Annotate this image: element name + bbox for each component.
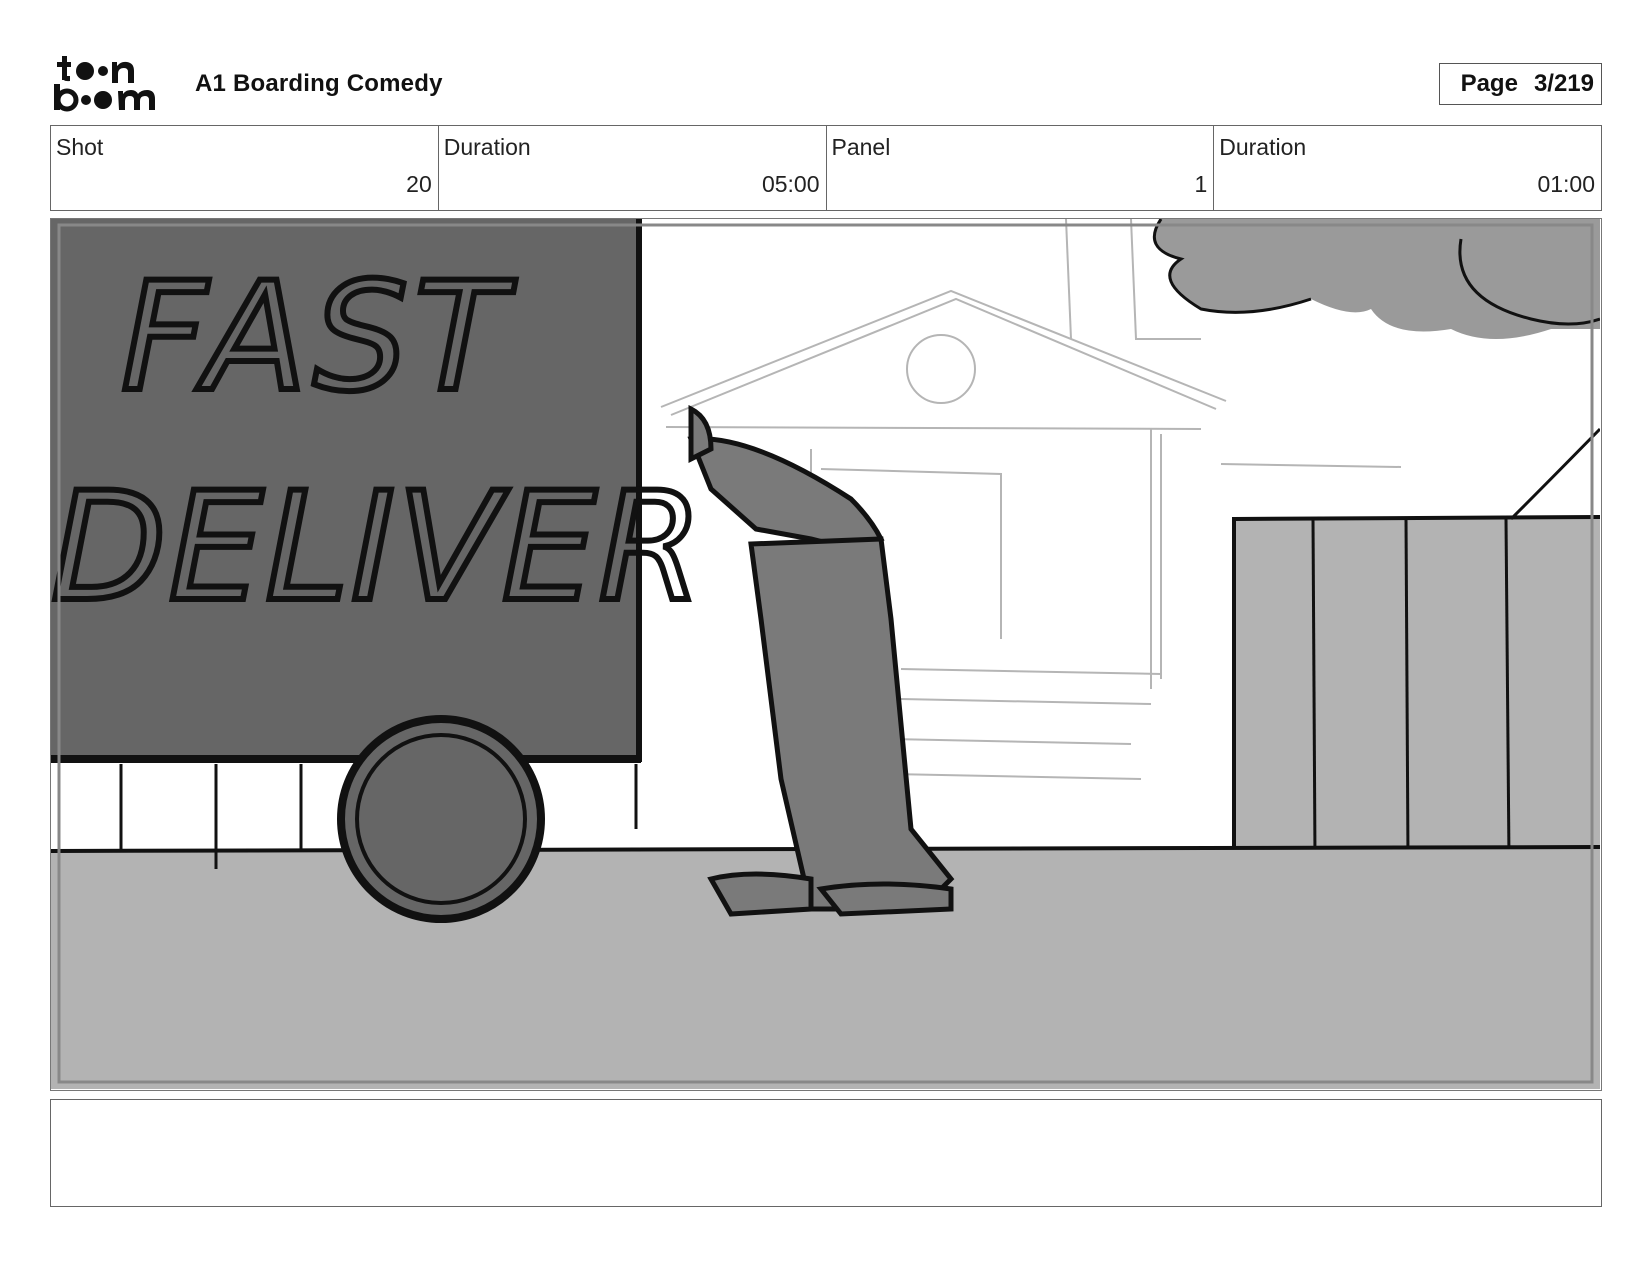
shot-duration-value: 05:00 [761, 171, 820, 197]
page-label: Page [1460, 70, 1518, 97]
shot-duration-label: Duration [443, 134, 531, 160]
shot-label: Shot [56, 134, 104, 160]
project-title: A1 Boarding Comedy [195, 70, 443, 97]
tree [1152, 219, 1600, 521]
shot-cell: Shot 20 [51, 126, 439, 210]
page-number: 3/219 [1533, 70, 1594, 97]
shot-value: 20 [406, 171, 432, 197]
panel-drawing: FAST DELIVER [51, 219, 1600, 1089]
panel-duration-value: 01:00 [1537, 171, 1595, 197]
panel-duration-cell: Duration 01:00 [1214, 126, 1601, 210]
fence [1232, 515, 1600, 860]
truck-text-line1: FAST [121, 251, 516, 425]
panel-value: 1 [1194, 171, 1208, 197]
delivery-person [687, 404, 955, 917]
delivery-truck: FAST DELIVER [51, 219, 706, 923]
panel-duration-label: Duration [1219, 134, 1307, 160]
page-indicator: Page 3/219 [1439, 63, 1602, 105]
shot-info-row: Shot 20 Duration 05:00 Panel 1 Duration … [50, 125, 1602, 211]
house-sketch [660, 219, 1402, 780]
panel-label: Panel [831, 134, 891, 160]
panel-notes-box [50, 1099, 1602, 1207]
truck-text-line2: DELIVER [51, 461, 705, 635]
panel-cell: Panel 1 [827, 126, 1215, 210]
storyboard-panel: FAST DELIVER [50, 218, 1602, 1091]
shot-duration-cell: Duration 05:00 [439, 126, 827, 210]
toon-boom-logo [54, 56, 155, 112]
